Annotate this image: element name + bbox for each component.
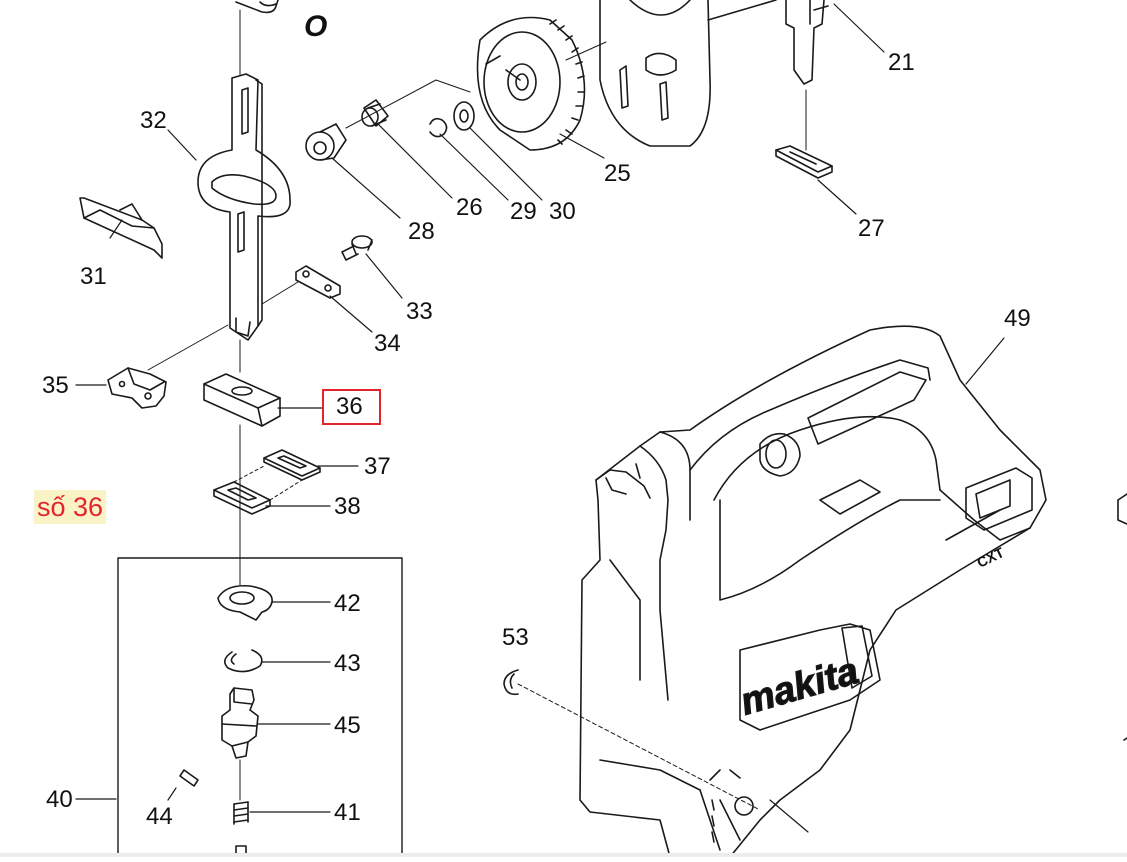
label-41: 41 [334, 799, 361, 826]
top-bracket [599, 0, 777, 147]
label-53: 53 [502, 624, 529, 651]
label-43: 43 [334, 650, 361, 677]
part-30-washer [453, 101, 475, 131]
part-53-e-ring [503, 669, 519, 696]
part-28-bushing [305, 123, 347, 161]
part-44-pin [179, 769, 199, 787]
part-25-gear [476, 16, 586, 151]
label-21: 21 [888, 49, 915, 76]
label-40: 40 [46, 786, 73, 813]
annotation-note: số 36 [34, 490, 107, 524]
part-33-screw [341, 235, 373, 261]
part-43-retaining-ring [224, 649, 263, 673]
label-26: 26 [456, 194, 483, 221]
brand-text: makita [736, 650, 863, 724]
part-35-bracket [107, 367, 167, 409]
part-32-slotted-plate [197, 73, 291, 341]
label-29: 29 [510, 198, 537, 225]
part-29-clip-ring [429, 117, 448, 138]
part-45-plunger [221, 687, 259, 759]
label-45: 45 [334, 712, 361, 739]
label-49: 49 [1004, 305, 1031, 332]
part-21-rod [785, 0, 829, 85]
label-42: 42 [334, 590, 361, 617]
top-small-part [235, 0, 279, 14]
battery-mark: CXT [974, 544, 1007, 571]
label-25: 25 [604, 160, 631, 187]
part-49-housing [579, 325, 1047, 858]
highlight-box-36 [322, 389, 381, 425]
label-28: 28 [408, 218, 435, 245]
part-34-link [295, 265, 341, 299]
label-30: 30 [549, 198, 576, 225]
label-38: 38 [334, 493, 361, 520]
top-mark: O [304, 10, 327, 43]
part-31-clip [79, 197, 163, 259]
label-37: 37 [364, 453, 391, 480]
part-27-plate [775, 145, 833, 179]
part-38-plate [213, 481, 271, 515]
label-34: 34 [374, 330, 401, 357]
part-41-spring [233, 801, 249, 858]
part-36-block [203, 373, 281, 427]
label-35: 35 [42, 372, 69, 399]
part-26-bearing [361, 99, 389, 127]
label-36: 36 [336, 393, 363, 420]
label-27: 27 [858, 215, 885, 242]
label-32: 32 [140, 107, 167, 134]
bottom-strip [0, 853, 1127, 857]
part-37-plate [263, 449, 321, 481]
label-31: 31 [80, 263, 107, 290]
label-44: 44 [146, 803, 173, 830]
label-33: 33 [406, 298, 433, 325]
part-42-seal [217, 584, 273, 621]
